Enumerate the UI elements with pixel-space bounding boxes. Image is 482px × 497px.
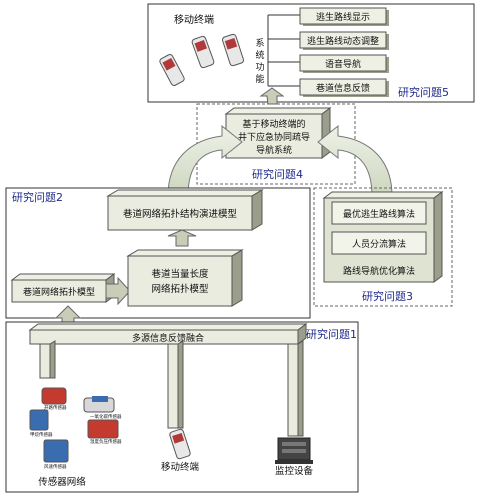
function-label: 逃生路线显示 <box>316 11 370 23</box>
center-title-line-3: 导航系统 <box>256 144 292 156</box>
equiv-label-line-1: 巷道当量长度 <box>151 268 209 280</box>
diversion-algo-label: 人员分流算法 <box>352 238 406 250</box>
mobile-phone-icon <box>191 35 215 69</box>
up-arrow <box>259 87 285 105</box>
research-question-5: 研究问题5 <box>398 85 449 99</box>
sensor-label: 开路传感器 <box>44 404 67 411</box>
optimal-route-algo-label: 最优逃生路线算法 <box>343 208 415 220</box>
mobile-terminal-label: 移动终端 <box>174 13 214 26</box>
sensor-network-label: 传感器网络 <box>38 476 86 488</box>
equivalent-length-model-box <box>126 249 244 307</box>
sensor-label: 一氧化碳传感器 <box>90 413 122 420</box>
function-box <box>299 54 387 72</box>
monitor-pillar <box>287 340 304 437</box>
center-title-line-1: 基于移动终端的 <box>242 118 305 130</box>
wind-speed-sensor-icon <box>43 439 69 463</box>
sensor-pillar <box>39 340 56 379</box>
right-curved-arrow <box>317 124 393 197</box>
research-question-1: 研究问题1 <box>306 327 357 341</box>
right-dashed-frame <box>313 187 453 307</box>
research-question-3: 研究问题3 <box>362 289 413 303</box>
open-circuit-sensor-icon <box>41 387 67 405</box>
function-box <box>299 78 387 96</box>
function-label: 巷道信息反馈 <box>316 82 370 94</box>
sensor-label: 甲烷传感器 <box>30 431 53 438</box>
diversion-algo-box <box>331 231 427 255</box>
system-function-char: 功 <box>255 62 264 73</box>
equiv-label-line-2: 网络拓扑模型 <box>151 283 209 295</box>
mobile-pillar <box>167 340 184 429</box>
mobile-phone-icon <box>221 33 245 67</box>
function-box <box>299 31 387 49</box>
fusion-bar <box>28 323 308 345</box>
monitoring-device-icon <box>275 437 313 464</box>
mobile-terminal-bottom-label: 移动终端 <box>161 461 200 473</box>
function-label: 语音导航 <box>325 58 361 70</box>
system-function-char: 能 <box>255 73 264 85</box>
system-function-char: 统 <box>255 49 264 61</box>
monitor-label: 监控设备 <box>275 465 314 477</box>
right-arrow <box>105 276 131 306</box>
system-function-char: 系 <box>255 38 264 49</box>
mobile-phone-icon <box>159 54 185 86</box>
methane-sensor-icon <box>29 409 49 431</box>
sensor-label: 温度负压传感器 <box>90 438 122 445</box>
route-navigation-algo-label: 路线导航优化算法 <box>343 265 415 277</box>
evolution-model-box <box>106 189 264 231</box>
sensor-label: 风速传感器 <box>44 463 67 470</box>
sensor-cluster <box>29 387 119 463</box>
navigation-system-box <box>224 107 332 159</box>
temperature-pressure-sensor-icon <box>87 419 119 439</box>
evolution-model-label: 巷道网络拓扑结构演进模型 <box>123 208 238 220</box>
research-question-4: 研究问题4 <box>252 167 303 181</box>
topology-model-label: 巷道网络拓扑模型 <box>23 286 95 298</box>
up-arrow <box>167 229 197 247</box>
mobile-phone-icon <box>169 428 191 460</box>
function-label: 逃生路线动态调整 <box>307 35 379 47</box>
fusion-label: 多源信息反馈融合 <box>132 332 204 344</box>
optimal-route-algo-box <box>331 201 427 225</box>
function-box <box>299 7 387 25</box>
left-curved-arrow <box>167 124 243 197</box>
research-question-2: 研究问题2 <box>12 190 63 204</box>
center-title-line-2: 井下应急协同疏导 <box>238 131 310 143</box>
